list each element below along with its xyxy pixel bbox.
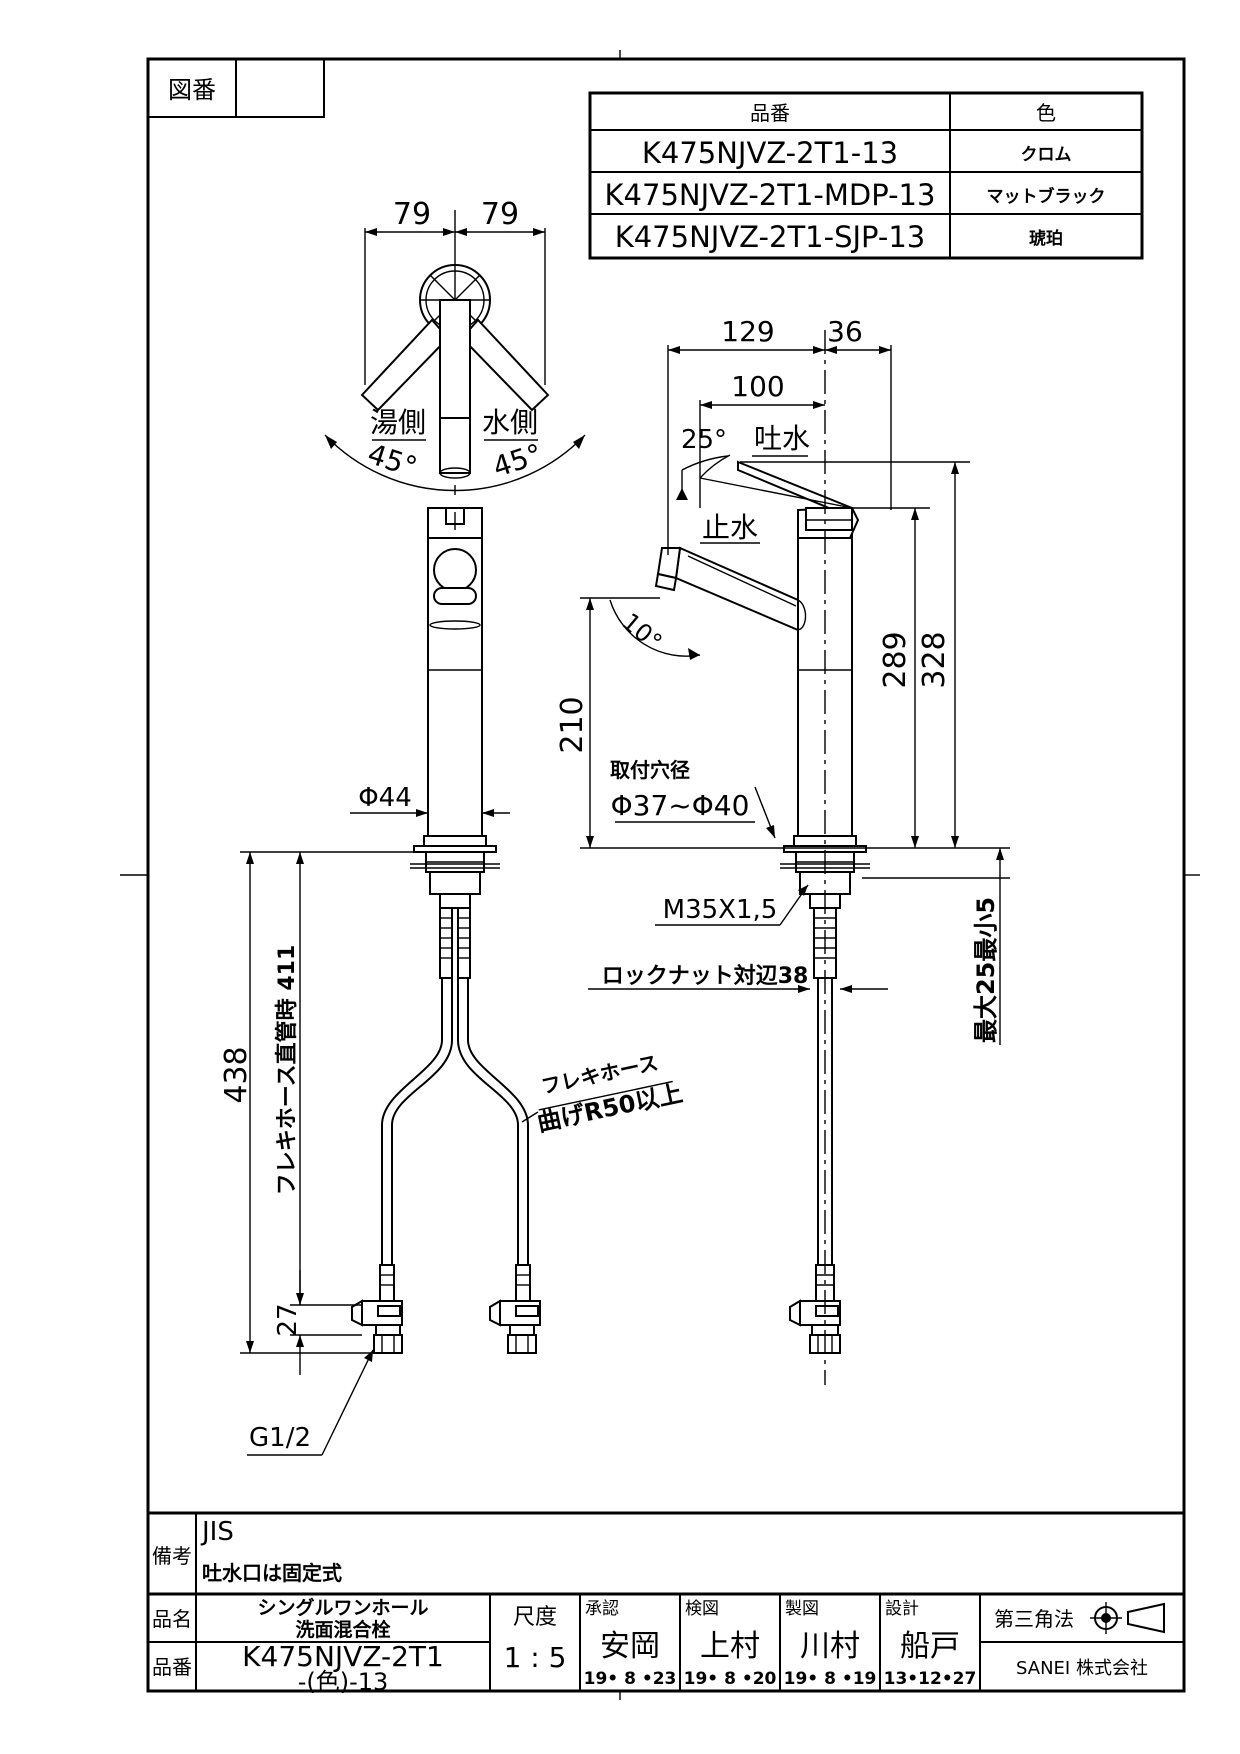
remark-fixed-spout: 吐水口は固定式 — [202, 1561, 342, 1585]
product-number-label: 品番 — [152, 1655, 192, 1679]
product-table-header-part: 品番 — [750, 101, 790, 125]
fitting-height-dim: 27 — [273, 1303, 303, 1336]
drawn-date: 19• 8 •19 — [784, 1669, 877, 1689]
checked-date: 19• 8 •20 — [684, 1669, 777, 1689]
body-diameter: Φ44 — [358, 783, 412, 813]
locknut-size: ロックナット対辺38 — [602, 964, 809, 989]
cold-angle-label: 45° — [489, 437, 546, 484]
design-name: 船戸 — [900, 1629, 960, 1664]
spout-on-label: 吐水 — [754, 422, 810, 455]
counter-thickness: 最大25最小5 — [972, 897, 1000, 1043]
scale-label: 尺度 — [513, 1605, 557, 1630]
height-210: 210 — [555, 696, 590, 753]
remarks-label: 備考 — [152, 1544, 192, 1568]
dim-36: 36 — [827, 315, 863, 348]
mount-hole-size: Φ37~Φ40 — [611, 789, 750, 822]
drawing-number-label: 図番 — [168, 76, 216, 104]
product-name-label: 品名 — [152, 1607, 192, 1631]
design-label: 設計 — [885, 1599, 919, 1619]
drawn-name: 川村 — [800, 1629, 860, 1664]
remark-jis: JIS — [200, 1517, 234, 1547]
top-view: 79 79 湯側 水側 45° 45° — [324, 197, 586, 495]
tilt-angle: 10° — [617, 608, 668, 657]
shank-thread: M35X1,5 — [663, 895, 778, 925]
drawn-label: 製図 — [785, 1599, 819, 1619]
cold-side-label: 水側 — [482, 406, 538, 439]
dim-100: 100 — [731, 370, 784, 403]
product-row-1-part: K475NJVZ-2T1-13 — [642, 136, 898, 170]
height-289: 289 — [878, 631, 913, 688]
scale-value: 1 : 5 — [504, 1641, 567, 1674]
third-angle-projection-icon — [1090, 1602, 1165, 1634]
product-number-line2: -(色)-13 — [298, 1668, 389, 1696]
total-height-dim: 438 — [219, 1046, 254, 1103]
approved-label: 承認 — [585, 1599, 619, 1619]
product-row-2-part: K475NJVZ-2T1-MDP-13 — [605, 178, 936, 212]
spout-angle: 25° — [681, 425, 727, 455]
approved-date: 19• 8 •23 — [584, 1669, 677, 1689]
product-row-1-color: クロム — [1021, 145, 1072, 165]
drawing-number-box: 図番 — [147, 58, 325, 118]
design-date: 13•12•27 — [884, 1669, 977, 1689]
product-table-header-color: 色 — [1036, 101, 1056, 125]
side-view: 129 36 100 25° 吐水 止水 10° — [555, 315, 1010, 1385]
dim-129: 129 — [721, 315, 774, 348]
product-table: 品番 色 K475NJVZ-2T1-13 クロム K475NJVZ-2T1-MD… — [588, 91, 1144, 260]
inlet-thread: G1/2 — [249, 1423, 311, 1453]
product-name-line1: シングルワンホール — [257, 1596, 428, 1619]
top-dim-left: 79 — [393, 197, 431, 232]
mount-hole-label: 取付穴径 — [610, 758, 690, 782]
checked-label: 検図 — [685, 1599, 719, 1619]
hose-length-dim: フレキホース直管時 411 — [274, 945, 300, 1195]
product-row-2-color: マットブラック — [987, 186, 1106, 207]
projection-label: 第三角法 — [994, 1607, 1074, 1631]
product-row-3-part: K475NJVZ-2T1-SJP-13 — [615, 220, 926, 254]
product-number-line1: K475NJVZ-2T1 — [242, 1640, 444, 1673]
product-name-line2: 洗面混合栓 — [295, 1618, 390, 1641]
top-dim-right: 79 — [481, 197, 519, 232]
hot-side-label: 湯側 — [370, 406, 426, 439]
height-328: 328 — [917, 631, 952, 688]
company-name: SANEI 株式会社 — [1016, 1658, 1148, 1679]
hot-angle-label: 45° — [364, 437, 421, 484]
approved-name: 安岡 — [600, 1629, 660, 1664]
product-row-3-color: 琥珀 — [1029, 229, 1063, 249]
checked-name: 上村 — [700, 1629, 760, 1664]
drawing-frame — [120, 50, 1200, 1700]
spout-off-label: 止水 — [702, 511, 758, 544]
title-block: 備考 JIS 吐水口は固定式 品名 シングルワンホール 洗面混合栓 品番 K47… — [148, 1511, 1184, 1696]
